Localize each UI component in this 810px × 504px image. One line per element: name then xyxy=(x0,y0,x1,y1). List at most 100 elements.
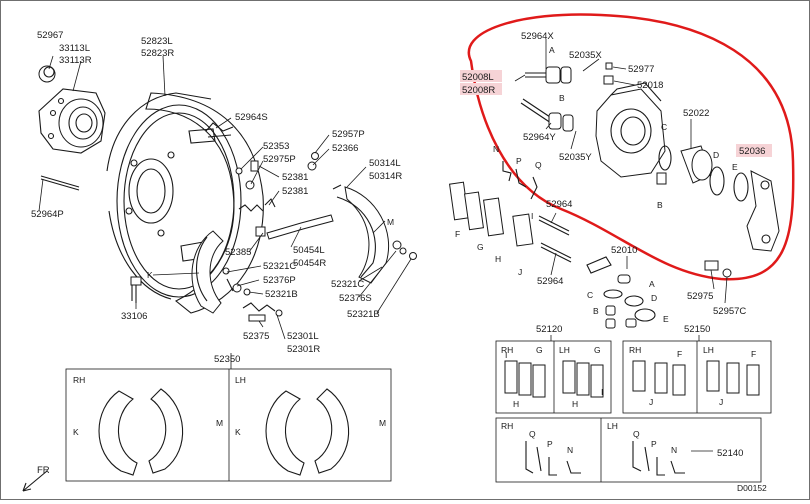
letter-e: E xyxy=(732,162,738,172)
b52150-j: J xyxy=(719,397,723,407)
nut-52967 xyxy=(38,65,56,83)
label-50454L: 50454L xyxy=(293,245,325,256)
label-52964Y: 52964Y xyxy=(523,132,556,143)
label-52964-b: 52964 xyxy=(537,276,563,287)
label-52964X: 52964X xyxy=(521,31,554,42)
letter-q: Q xyxy=(535,160,542,170)
shoe-lh: LH xyxy=(235,375,246,385)
brake-shoe-k xyxy=(191,230,224,314)
label-52321B-b: 52321B xyxy=(347,309,380,320)
label-52376S: 52376S xyxy=(339,293,372,304)
bolt-52975 xyxy=(704,260,719,271)
letter-c: C xyxy=(587,290,593,300)
letter-d: D xyxy=(651,293,657,303)
b52140-n: N xyxy=(567,445,573,455)
b52140-p: P xyxy=(547,439,553,449)
label-52301R: 52301R xyxy=(287,344,320,355)
caliper-assembly xyxy=(520,62,780,252)
label-50314L: 50314L xyxy=(369,158,401,169)
label-50454R: 50454R xyxy=(293,258,326,269)
label-52964P: 52964P xyxy=(31,209,64,220)
label-52035Y: 52035Y xyxy=(559,152,592,163)
label-52008R: 52008R xyxy=(462,85,495,96)
label-52385: 52385 xyxy=(225,247,251,258)
letter-e: E xyxy=(663,314,669,324)
label-52375: 52375 xyxy=(243,331,269,342)
label-52010: 52010 xyxy=(611,245,637,256)
label-52366: 52366 xyxy=(332,143,358,154)
b52120-i: I xyxy=(601,387,603,397)
b52140-n: N xyxy=(671,445,677,455)
label-52381-a: 52381 xyxy=(282,172,308,183)
box-52140 xyxy=(495,417,762,483)
box-labels: RH LH K M K M RH LH G I H G I H RH LH F … xyxy=(73,345,756,455)
shoe-m: M xyxy=(379,418,386,428)
letter-p: P xyxy=(516,156,522,166)
letter-a: A xyxy=(649,279,655,289)
label-52018: 52018 xyxy=(637,80,663,91)
front-arrow-icon xyxy=(22,470,48,492)
part-labels: 52967 33113L 33113R 52823L 52823R 52964S… xyxy=(31,30,767,493)
b52140-rh: RH xyxy=(501,421,513,431)
highlight-52036 xyxy=(736,144,772,157)
label-52977: 52977 xyxy=(628,64,654,75)
b52140-lh: LH xyxy=(607,421,618,431)
label-code: D00152 xyxy=(737,483,767,493)
label-52321C-a: 52321C xyxy=(263,261,296,272)
label-52036: 52036 xyxy=(739,146,765,157)
label-52957C: 52957C xyxy=(713,306,746,317)
highlight-circle xyxy=(467,13,795,281)
b52120-lh: LH xyxy=(559,345,570,355)
shoe-m: M xyxy=(216,418,223,428)
shoe-box-52350 xyxy=(65,368,392,482)
label-33113R: 33113R xyxy=(59,55,92,66)
b52150-f: F xyxy=(751,349,756,359)
letter-h: H xyxy=(495,254,501,264)
letter-a: A xyxy=(549,45,555,55)
shoe-rh: RH xyxy=(73,375,85,385)
b52140-q: Q xyxy=(529,429,536,439)
letter-m: M xyxy=(387,217,394,227)
label-52823L: 52823L xyxy=(141,36,173,47)
kit-52010 xyxy=(586,256,656,329)
label-52823R: 52823R xyxy=(141,48,174,59)
label-52140: 52140 xyxy=(717,448,743,459)
b52120-h: H xyxy=(513,399,519,409)
label-52350: 52350 xyxy=(214,354,240,365)
label-52975P: 52975P xyxy=(263,154,296,165)
pad-set-left xyxy=(448,161,572,263)
label-52035X: 52035X xyxy=(569,50,602,61)
letter-b: B xyxy=(657,200,663,210)
label-52022: 52022 xyxy=(683,108,709,119)
letter-n: N xyxy=(493,144,499,154)
label-52975: 52975 xyxy=(687,291,713,302)
highlight-52008L xyxy=(460,70,502,82)
label-52120: 52120 xyxy=(536,324,562,335)
label-50314R: 50314R xyxy=(369,171,402,182)
label-52008L: 52008L xyxy=(462,72,494,83)
brake-shoe-50314 xyxy=(332,184,390,284)
label-fr: FR xyxy=(37,465,50,476)
b52120-g: G xyxy=(536,345,543,355)
b52150-rh: RH xyxy=(629,345,641,355)
backing-plate-52823 xyxy=(106,92,264,314)
leader-lines xyxy=(38,39,728,452)
b52140-p: P xyxy=(651,439,657,449)
hub-bearing xyxy=(38,88,106,154)
label-52964S: 52964S xyxy=(235,112,268,123)
label-33106: 33106 xyxy=(121,311,147,322)
label-52301L: 52301L xyxy=(287,331,319,342)
letter-b: B xyxy=(593,306,599,316)
label-52321C-b: 52321C xyxy=(331,279,364,290)
letter-i: I xyxy=(531,211,533,221)
label-52964-a: 52964 xyxy=(546,199,572,210)
hub-assembly xyxy=(38,65,106,191)
b52120-rh: RH xyxy=(501,345,513,355)
letter-g: G xyxy=(477,242,484,252)
b52120-g: G xyxy=(594,345,601,355)
letter-f: F xyxy=(455,229,460,239)
highlight-52008R xyxy=(460,83,502,95)
letter-b: B xyxy=(559,93,565,103)
b52120-h: H xyxy=(572,399,578,409)
